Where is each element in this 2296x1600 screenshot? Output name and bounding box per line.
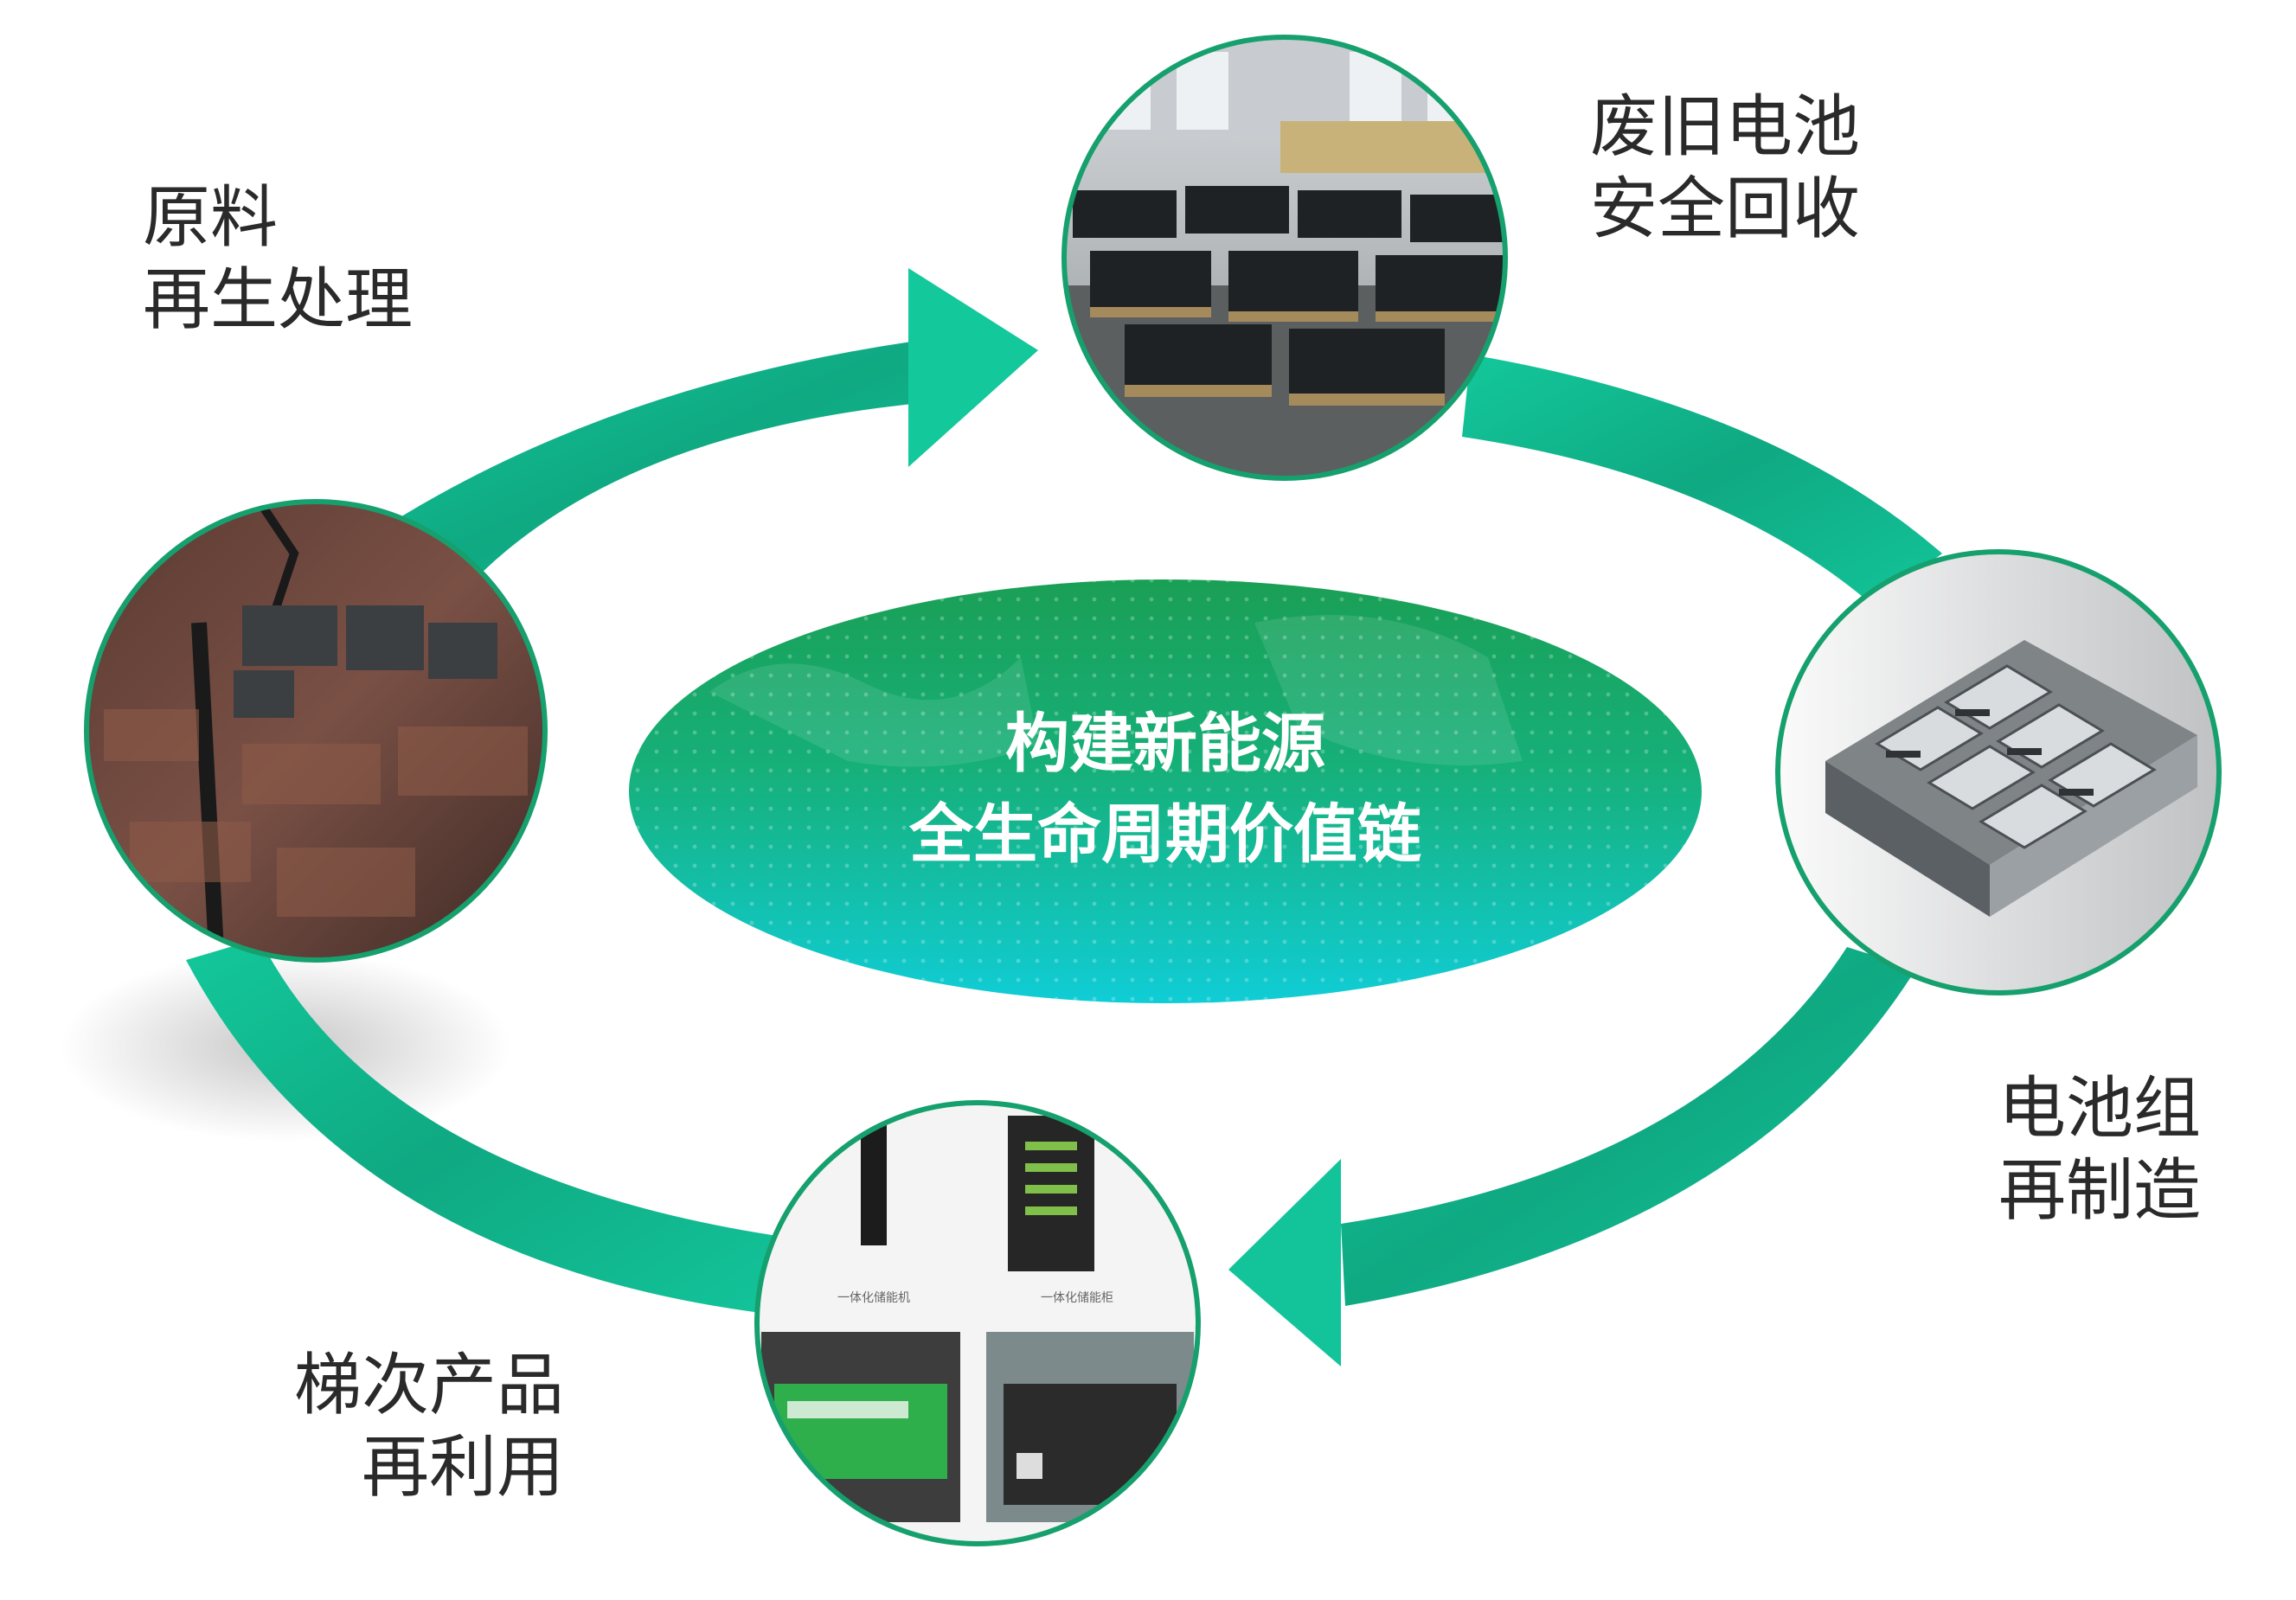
label-cascade-line1: 梯次产品 [294, 1347, 565, 1424]
caption-right: 一体化储能柜 [1041, 1291, 1113, 1305]
label-raw-material: 原料 再生处理 [143, 177, 413, 342]
photo-recycle-warehouse [1061, 35, 1508, 481]
arrow-cascade-to-raw [186, 938, 783, 1315]
center-ellipse: 构建新能源 全生命周期价值链 [629, 579, 1702, 1003]
label-raw-line2: 再生处理 [143, 261, 414, 340]
label-recycle-line1: 废旧电池 [1590, 88, 1861, 166]
label-recycle-line2: 安全回收 [1590, 170, 1861, 249]
cycle-arrows [186, 268, 1942, 1366]
center-title-line2: 全生命周期价值链 [908, 797, 1421, 872]
photo-remanufacture-pack [1775, 549, 2222, 995]
label-cascade-line2: 再利用 [362, 1429, 565, 1507]
photo-cascade-products: 一体化储能机 一体化储能柜 [754, 1100, 1201, 1546]
arrowhead-to-cascade [1228, 1159, 1341, 1366]
arrow-raw-to-recycle [363, 337, 943, 597]
arrowhead-to-recycle [908, 268, 1038, 467]
label-raw-line1: 原料 [143, 179, 279, 257]
label-remanu-line1: 电池组 [1998, 1070, 2201, 1148]
label-pack-remanufacture: 电池组 再制造 [1998, 1068, 2201, 1232]
label-battery-recycle: 废旧电池 安全回收 [1590, 86, 1860, 251]
caption-left: 一体化储能机 [837, 1291, 910, 1305]
arrow-recycle-to-remanufacture [1462, 355, 1942, 605]
arrow-remanufacture-to-cascade [1341, 947, 1916, 1306]
label-remanu-line2: 再制造 [1998, 1152, 2201, 1231]
photo-raw-material [84, 499, 548, 963]
label-cascade-reuse: 梯次产品 再利用 [294, 1345, 564, 1509]
center-title-line1: 构建新能源 [1005, 707, 1325, 781]
